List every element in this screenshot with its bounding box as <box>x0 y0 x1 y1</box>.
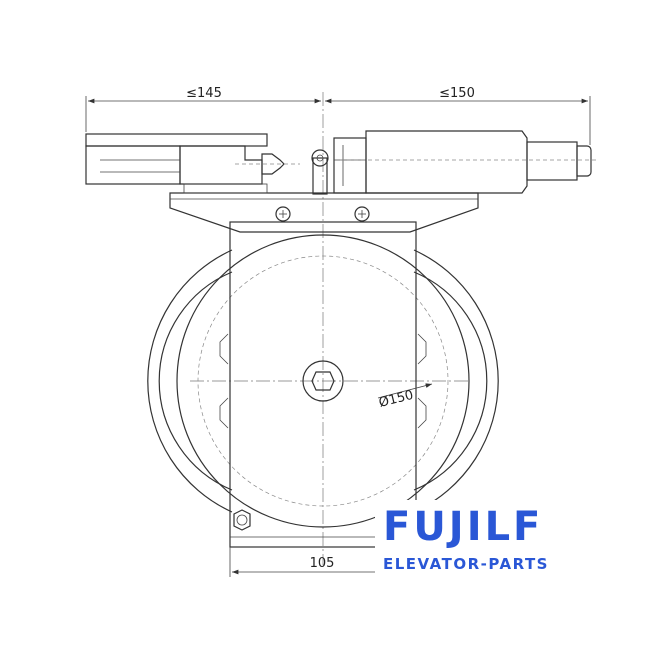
dim-diameter: Ø150 <box>377 388 415 411</box>
dimension-top <box>85 96 591 145</box>
left-block <box>85 133 300 194</box>
diameter-leader <box>377 383 433 399</box>
screw-icon-left <box>275 206 291 222</box>
brand-logo: FUJILF <box>383 504 543 550</box>
top-bracket <box>169 192 479 233</box>
roller-hub <box>302 360 344 402</box>
screw-icon-right <box>354 206 370 222</box>
center-lines <box>190 92 470 565</box>
roller-wheel <box>147 234 499 528</box>
dim-left-width: ≤145 <box>186 86 222 101</box>
right-cylinder <box>333 130 596 194</box>
hex-bolt-icon <box>233 509 251 531</box>
lever-pin <box>311 149 329 195</box>
dim-right-width: ≤150 <box>439 86 475 101</box>
brand-tagline: ELEVATOR-PARTS <box>383 555 549 573</box>
dim-bottom-width: 105 <box>310 556 335 571</box>
watermark-bg <box>375 500 600 580</box>
